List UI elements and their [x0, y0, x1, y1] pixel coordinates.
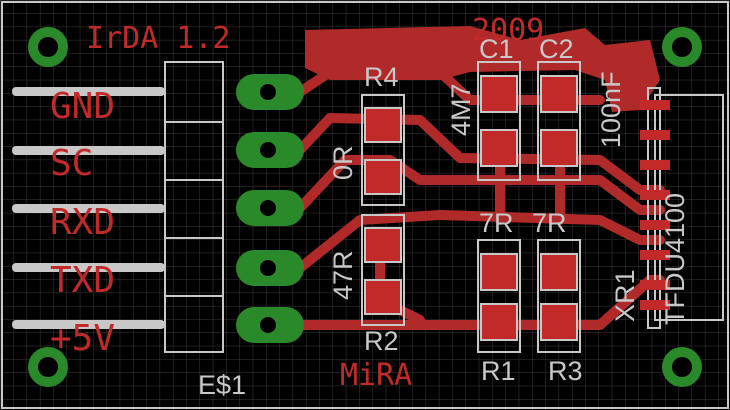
resistor-r3: [537, 239, 581, 353]
transceiver-label: TFDU4100: [660, 193, 690, 325]
pin-header: [12, 61, 224, 353]
r4-value: 0R: [328, 145, 358, 180]
mounting-holes: [28, 27, 702, 387]
r3-name: R3: [548, 356, 583, 386]
r4-name: R4: [364, 62, 399, 92]
r3-value: 7R: [532, 208, 567, 238]
r2-value: 47R: [328, 250, 358, 300]
c2-value: 100nF: [596, 71, 626, 148]
transceiver-footprint: [640, 87, 724, 329]
pin-label-txd: TXD: [50, 260, 115, 301]
header-body: [164, 61, 224, 353]
capacitor-c1: [477, 61, 521, 181]
pin-label-gnd: GND: [50, 86, 115, 127]
c1-value: 4M7: [446, 83, 476, 136]
pin-label-sc: SC: [50, 143, 93, 184]
resistor-r2: [361, 214, 405, 326]
resistor-r1: [477, 239, 521, 353]
transceiver-pads: [640, 100, 670, 310]
board-year: 2009: [472, 13, 544, 48]
header-pins: [12, 87, 165, 329]
r2-name: R2: [364, 326, 399, 356]
copper-pour: [305, 26, 660, 112]
board-title: IrDA 1.2: [86, 21, 231, 56]
connector-label: E$1: [198, 370, 246, 400]
pin-label-rxd: RXD: [50, 202, 115, 243]
c2-name: C2: [539, 34, 574, 64]
r1-name: R1: [481, 356, 516, 386]
through-hole-pads: [236, 74, 304, 343]
c1-name: C1: [479, 34, 514, 64]
board-brand: MiRA: [340, 358, 412, 393]
r1-value: 7R: [479, 208, 514, 238]
transceiver-tr-label: XR1: [610, 269, 640, 322]
resistor-r4: [361, 94, 405, 206]
capacitor-c2: [537, 61, 581, 181]
